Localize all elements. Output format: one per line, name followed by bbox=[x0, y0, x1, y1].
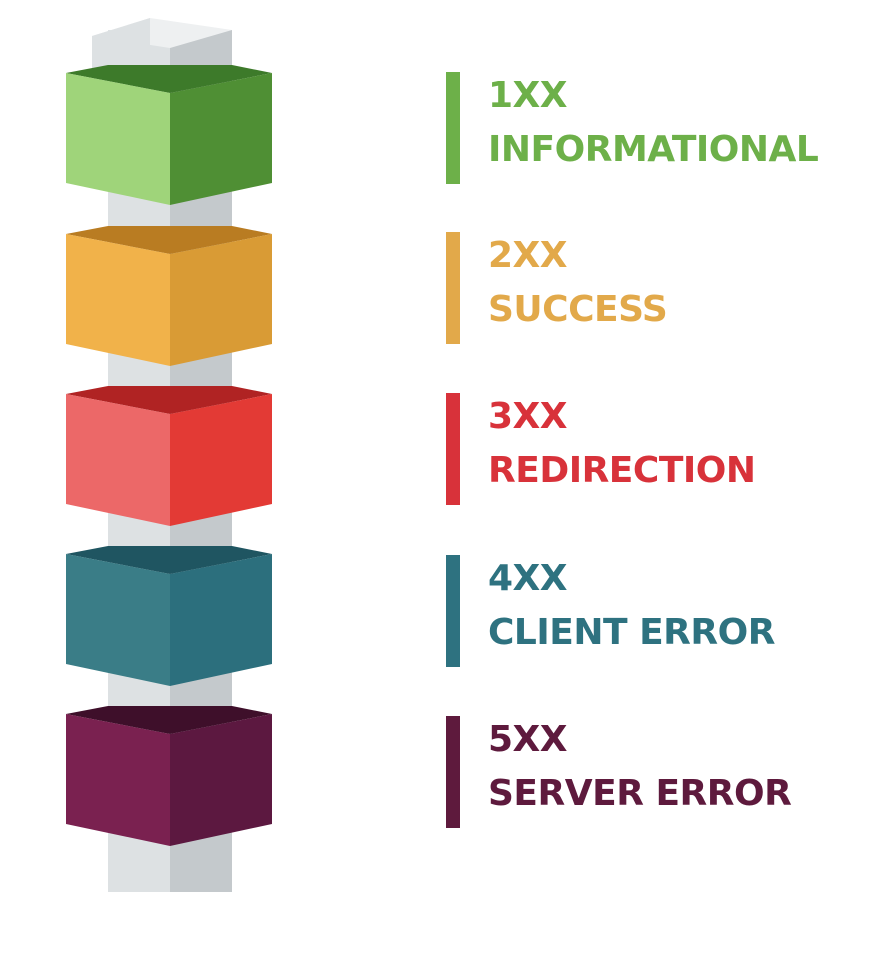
box-rim bbox=[66, 386, 272, 414]
box-rim bbox=[66, 706, 272, 734]
box-left-face bbox=[66, 73, 170, 205]
box-2xx bbox=[66, 226, 272, 366]
box-left-face bbox=[66, 394, 170, 526]
box-right-face bbox=[170, 394, 272, 526]
legend-bar-1xx bbox=[446, 72, 460, 184]
legend-code-1xx: 1XX bbox=[488, 75, 568, 116]
box-rim bbox=[66, 226, 272, 254]
box-3xx bbox=[66, 386, 272, 526]
box-4xx bbox=[66, 546, 272, 686]
legend-code-5xx: 5XX bbox=[488, 719, 568, 760]
box-1xx bbox=[66, 65, 272, 205]
legend-bar-2xx bbox=[446, 232, 460, 344]
box-rim bbox=[66, 65, 272, 93]
box-right-face bbox=[170, 234, 272, 366]
box-right-face bbox=[170, 554, 272, 686]
legend-item-3xx: 3XX REDIRECTION bbox=[446, 393, 876, 505]
legend-item-2xx: 2XX SUCCESS bbox=[446, 232, 876, 344]
legend-bar-5xx bbox=[446, 716, 460, 828]
legend-label-informational: INFORMATIONAL bbox=[488, 129, 819, 170]
box-left-face bbox=[66, 234, 170, 366]
legend-bar-3xx bbox=[446, 393, 460, 505]
legend-label-server-error: SERVER ERROR bbox=[488, 773, 792, 814]
legend-label-redirection: REDIRECTION bbox=[488, 450, 756, 491]
legend-item-4xx: 4XX CLIENT ERROR bbox=[446, 555, 876, 667]
box-right-face bbox=[170, 73, 272, 205]
status-tower-diagram bbox=[66, 18, 272, 892]
box-right-face bbox=[170, 714, 272, 846]
legend-bar-4xx bbox=[446, 555, 460, 667]
box-rim bbox=[66, 546, 272, 574]
box-5xx bbox=[66, 706, 272, 846]
box-stack bbox=[66, 65, 272, 846]
box-left-face bbox=[66, 714, 170, 846]
legend-label-client-error: CLIENT ERROR bbox=[488, 612, 775, 653]
legend-label-success: SUCCESS bbox=[488, 289, 668, 330]
box-left-face bbox=[66, 554, 170, 686]
legend-item-1xx: 1XX INFORMATIONAL bbox=[446, 72, 876, 184]
legend-code-3xx: 3XX bbox=[488, 396, 568, 437]
legend-code-4xx: 4XX bbox=[488, 558, 568, 599]
legend-item-5xx: 5XX SERVER ERROR bbox=[446, 716, 876, 828]
legend-code-2xx: 2XX bbox=[488, 235, 568, 276]
